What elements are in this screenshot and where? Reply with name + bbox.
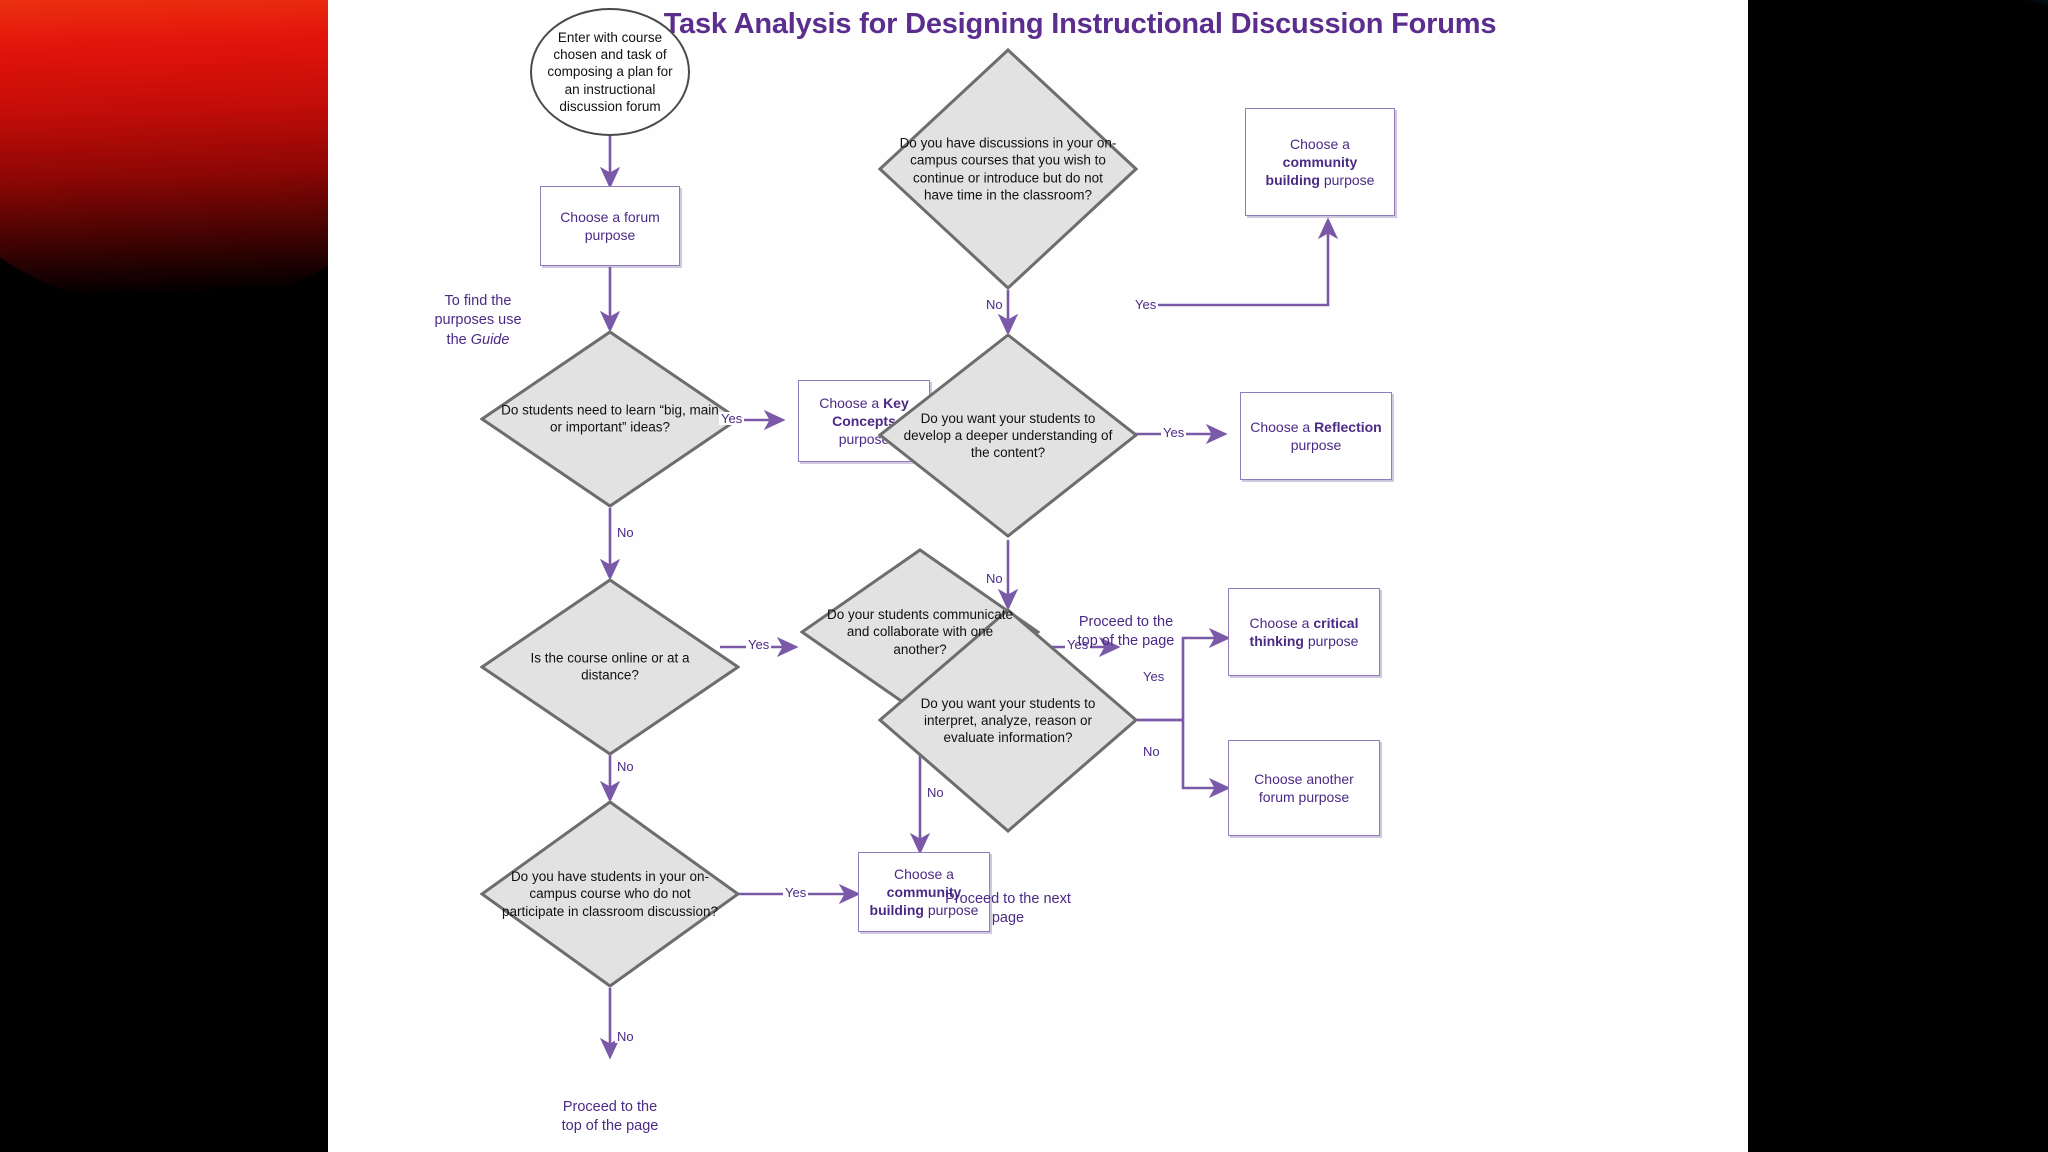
cool-swirl-band (1748, 0, 2048, 140)
choose-forum-purpose-box[interactable]: Choose a forum purpose (540, 186, 680, 266)
proceed-top-right-line2: top of the page (1077, 633, 1175, 650)
choose-another-forum-purpose-box[interactable]: Choose another forum purpose (1228, 740, 1380, 836)
choose-another-forum-purpose-label: Choose another forum purpose (1254, 770, 1354, 805)
edge-label-no-continue: No (984, 297, 1005, 312)
decision-course-online[interactable]: Is the course online or at a distance? (480, 578, 740, 756)
edge-continue-yes (1138, 217, 1339, 307)
proceed-top-bottom-line1: Proceed to the (562, 1099, 658, 1115)
edge-label-no-key-concepts: No (615, 525, 636, 540)
edge-label-yes-online: Yes (746, 637, 772, 652)
edge-label-yes-continue: Yes (1133, 297, 1159, 312)
diamond-outline (480, 800, 740, 988)
decision-continue-discussions[interactable]: Do you have discussions in your on-campu… (878, 48, 1138, 290)
decision-continue-discussions-label: Do you have discussions in your on-campu… (899, 135, 1117, 203)
proceed-next-line1: Proceed to the next (945, 891, 1071, 907)
decision-deeper-understanding[interactable]: Do you want your students to develop a d… (878, 333, 1138, 538)
diamond-outline (480, 330, 740, 508)
choose-critical-thinking-label: Choose a critical thinking purpose (1249, 614, 1359, 649)
decision-interpret-analyze-label: Do you want your students to interpret, … (920, 695, 1096, 746)
decision-course-online-label: Is the course online or at a distance? (530, 650, 690, 683)
edge-label-no-interpret: No (1141, 744, 1162, 759)
edge-label-yes-key-concepts: Yes (719, 411, 745, 426)
start-terminator-label: Enter with course chosen and task of com… (547, 29, 673, 114)
choose-critical-thinking-box[interactable]: Choose a critical thinking purpose (1228, 588, 1380, 676)
slide-canvas: Task Analysis for Designing Instructiona… (328, 0, 1748, 1152)
choose-reflection-label: Choose a Reflection purpose (1250, 418, 1382, 453)
choose-reflection-box[interactable]: Choose a Reflection purpose (1240, 392, 1392, 480)
choose-key-concepts-label: Choose a Key Concepts purpose (819, 394, 909, 448)
decision-interpret-analyze[interactable]: Do you want your students to interpret, … (878, 608, 1138, 833)
proceed-next-line2: page (991, 910, 1025, 927)
decision-collaborate-label: Do your students communicate and collabo… (826, 607, 1014, 657)
diamond-outline (878, 333, 1138, 538)
proceed-top-note-bottom: Proceed to the top of the page (520, 1098, 700, 1137)
choose-community-building-box-left[interactable]: Choose a community building purpose (858, 852, 990, 932)
decision-oncampus-nonparticipants[interactable]: Do you have students in your on-campus c… (480, 800, 740, 988)
edge-label-no-online: No (615, 759, 636, 774)
warm-swirl-band (0, 0, 330, 310)
start-terminator: Enter with course chosen and task of com… (530, 8, 690, 136)
decision-key-concepts-label: Do students need to learn “big, main or … (501, 402, 719, 435)
diamond-outline (480, 578, 740, 756)
decision-oncampus-nonparticipants-label: Do you have students in your on-campus c… (501, 869, 719, 919)
edge-label-no-nonparticipants: No (615, 1029, 636, 1044)
decorative-border-left (0, 0, 330, 1152)
proceed-top-right-line1: Proceed to the (1078, 614, 1174, 630)
page-title: Task Analysis for Designing Instructiona… (663, 8, 1497, 40)
choose-community-building-left-label: Choose a community building purpose (869, 865, 979, 919)
guide-note: To find the purposes use the Guide (398, 292, 558, 350)
proceed-top-note-right: Proceed to the top of the page (1036, 613, 1216, 652)
diamond-outline (878, 48, 1138, 290)
decorative-border-right (1748, 0, 2048, 1152)
choose-forum-purpose-label: Choose a forum purpose (560, 208, 660, 243)
proceed-top-bottom-line2: top of the page (561, 1118, 659, 1135)
decision-deeper-understanding-label: Do you want your students to develop a d… (903, 410, 1113, 461)
edge-label-yes-deeper: Yes (1161, 425, 1187, 440)
proceed-next-page-note: Proceed to the next page (918, 890, 1098, 929)
edge-label-yes-collaborate: Yes (1065, 637, 1091, 652)
guide-note-line1: To find the (444, 293, 512, 309)
decision-key-concepts[interactable]: Do students need to learn “big, main or … (480, 330, 740, 508)
edge-label-yes-interpret: Yes (1141, 669, 1167, 684)
edge-label-no-deeper: No (984, 571, 1005, 586)
edge-label-yes-nonparticipants: Yes (783, 885, 809, 900)
guide-word: Guide (470, 331, 510, 348)
choose-community-building-right-label: Choose a community building purpose (1265, 135, 1375, 189)
guide-note-line2: purposes use (434, 312, 522, 329)
choose-community-building-box-right[interactable]: Choose a community building purpose (1245, 108, 1395, 216)
diamond-outline (878, 608, 1138, 833)
edge-label-no-collaborate: No (925, 785, 946, 800)
choose-key-concepts-box[interactable]: Choose a Key Concepts purpose (798, 380, 930, 462)
guide-note-line3: the Guide (446, 331, 510, 348)
